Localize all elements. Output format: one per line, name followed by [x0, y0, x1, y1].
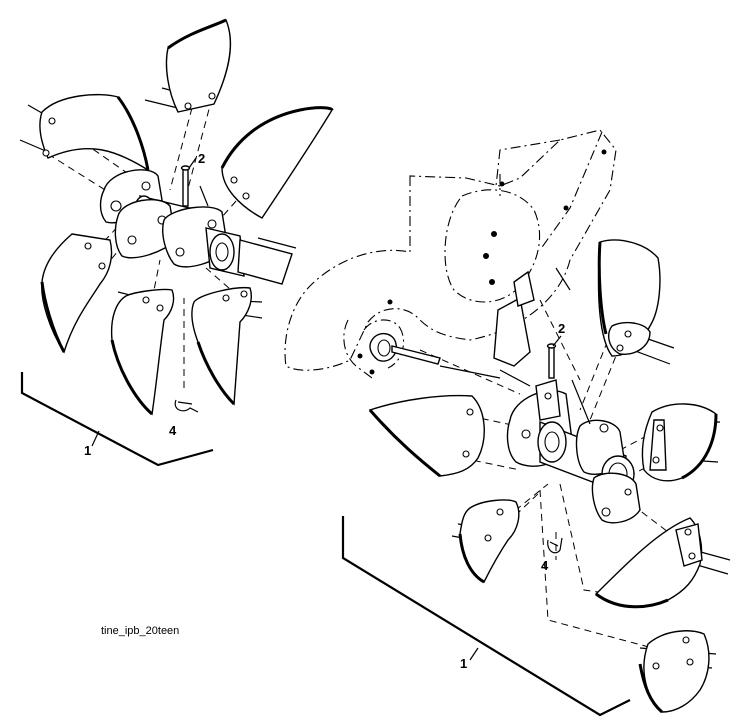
left-tine-upper-right [220, 106, 334, 219]
right-tine-bottom [638, 630, 710, 714]
right-tine-right [641, 403, 718, 482]
left-callout-hairpin-clip: 4 [169, 423, 177, 438]
right-tine-left [368, 394, 485, 478]
right-assembly-leader [469, 647, 479, 661]
left-hairpin-clip [174, 399, 199, 413]
right-hub-assembly [493, 270, 641, 524]
right-callout-shear-pin: 2 [558, 321, 565, 336]
left-assembly-bracket [20, 372, 214, 467]
left-tine-upper-left [39, 93, 150, 172]
left-tine-lower-right [191, 287, 252, 406]
right-callout-hairpin-clip: 4 [541, 558, 549, 573]
right-tine-lower-left [458, 499, 520, 584]
right-shear-pin [546, 343, 557, 379]
transmission-housing-phantom [284, 129, 617, 379]
right-tine-lower-right [594, 517, 703, 609]
left-assembly-leader [91, 430, 100, 447]
left-callout-tine-assembly: 1 [84, 443, 91, 458]
left-tine-top [165, 18, 232, 113]
right-assembly-bracket [341, 516, 631, 717]
right-tine-top [597, 239, 661, 357]
left-callout-shear-pin: 2 [198, 151, 205, 166]
right-hairpin-clip [547, 537, 563, 554]
left-tine-lower-left [40, 233, 113, 354]
left-hub-assembly [99, 169, 297, 285]
figure-id-label: tine_ipb_20teen [101, 625, 179, 637]
left-tine-lower-center [110, 288, 175, 416]
right-tine-assembly: 2 4 1 [341, 239, 731, 717]
left-tine-assembly: 2 4 1 [19, 18, 334, 467]
left-shear-pin [180, 165, 191, 207]
right-callout-tine-assembly: 1 [460, 656, 467, 671]
